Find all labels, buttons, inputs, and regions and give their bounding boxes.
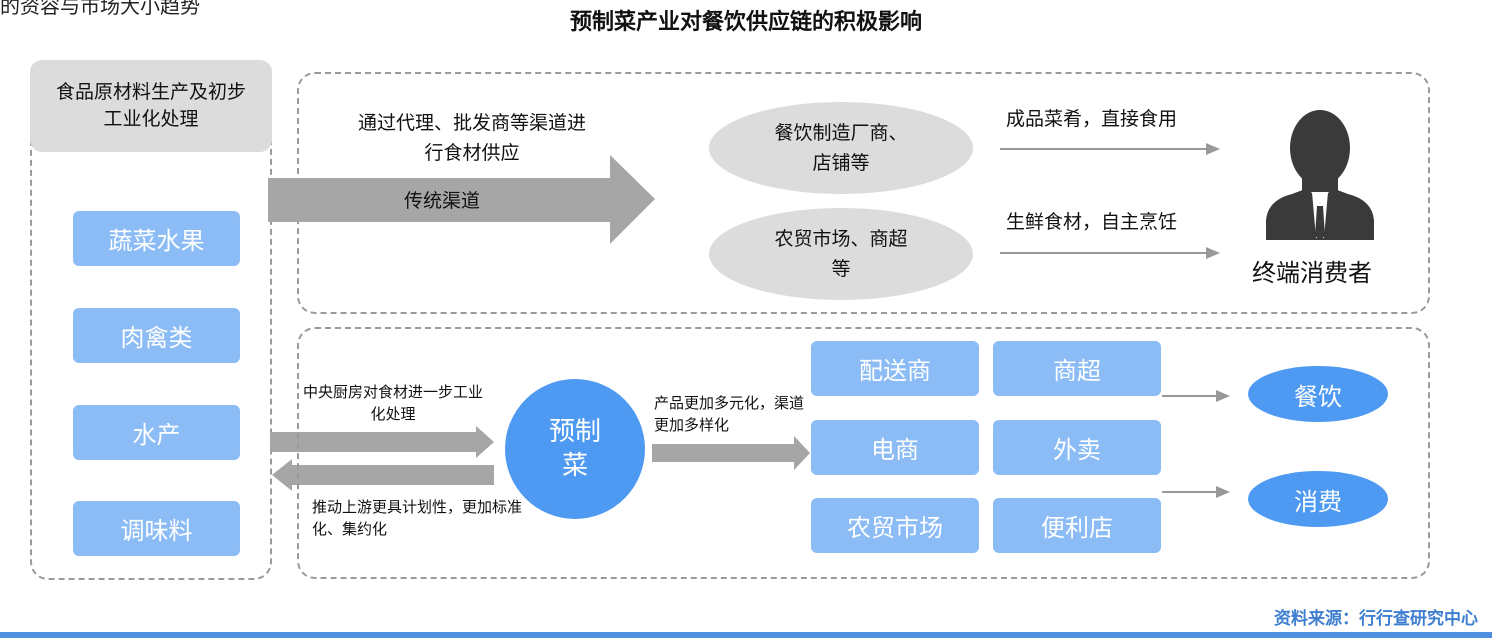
upstream-text: 中央厨房对食材进一步工业化处理 [303,381,483,425]
source-note: 资料来源：行行查研究中心 [1274,609,1478,629]
output-arrow-1-head [1206,143,1220,155]
traditional-channel-arrow [268,155,655,244]
category-seasoning: 调味料 [73,501,240,556]
channel-takeaway: 外卖 [993,420,1161,475]
category-aquatic: 水产 [73,405,240,460]
channel-farm-market: 农贸市场 [811,498,979,553]
traditional-supply-text-content: 通过代理、批发商等渠道进行食材供应 [357,112,586,164]
channel-distributor: 配送商 [811,341,979,396]
oval-farm-markets: 农贸市场、商超等 [709,208,973,300]
traditional-supply-text: 通过代理、批发商等渠道进行食材供应 [352,108,592,168]
oval-restaurant-text: 餐饮制造厂商、店铺等 [774,122,908,174]
diagram-title: 预制菜产业对餐饮供应链的积极影响 [569,10,922,35]
channel-ecommerce: 电商 [811,420,979,475]
top-cut-text: 的资容与市场大小趋势 [0,0,200,18]
left-panel-header: 食品原材料生产及初步工业化处理 [30,60,272,152]
left-panel-header-text: 食品原材料生产及初步工业化处理 [55,81,246,130]
prefab-center-circle: 预制菜 [505,379,645,519]
diversify-arrow [652,436,810,470]
consumer-person-icon [1266,110,1374,240]
oval-restaurant-manufacturers: 餐饮制造厂商、店铺等 [709,102,973,194]
feedback-arrow [272,459,494,491]
channel-supermarket: 商超 [993,341,1161,396]
end-consumption: 消费 [1248,471,1388,527]
category-vegetables-fruits: 蔬菜水果 [73,211,240,266]
consumer-label: 终端消费者 [1252,259,1372,287]
upstream-arrow [270,426,494,458]
category-meat-poultry: 肉禽类 [73,308,240,363]
bottom-bar [0,632,1492,638]
diversify-text-content: 产品更加多元化，渠道更加多样化 [654,394,805,434]
diversify-text: 产品更加多元化，渠道更加多样化 [654,392,804,436]
output-finished-dishes: 成品菜肴，直接食用 [1006,108,1178,130]
oval-farm-markets-text: 农贸市场、商超等 [774,228,908,280]
prefab-channel-panel [297,327,1430,579]
upstream-text-content: 中央厨房对食材进一步工业化处理 [303,383,484,423]
end-arrow-1-head [1216,390,1230,402]
end-arrow-2-head [1216,486,1230,498]
feedback-text-content: 推动上游更具计划性，更加标准化、集约化 [312,498,523,538]
channel-convenience-store: 便利店 [993,498,1161,553]
feedback-text: 推动上游更具计划性，更加标准化、集约化 [312,496,524,540]
end-catering: 餐饮 [1248,366,1388,422]
output-arrow-2-head [1206,247,1220,259]
output-fresh-ingredients: 生鲜食材，自主烹饪 [1006,211,1178,233]
prefab-center-label: 预制菜 [548,417,601,481]
traditional-channel-label: 传统渠道 [404,190,481,212]
